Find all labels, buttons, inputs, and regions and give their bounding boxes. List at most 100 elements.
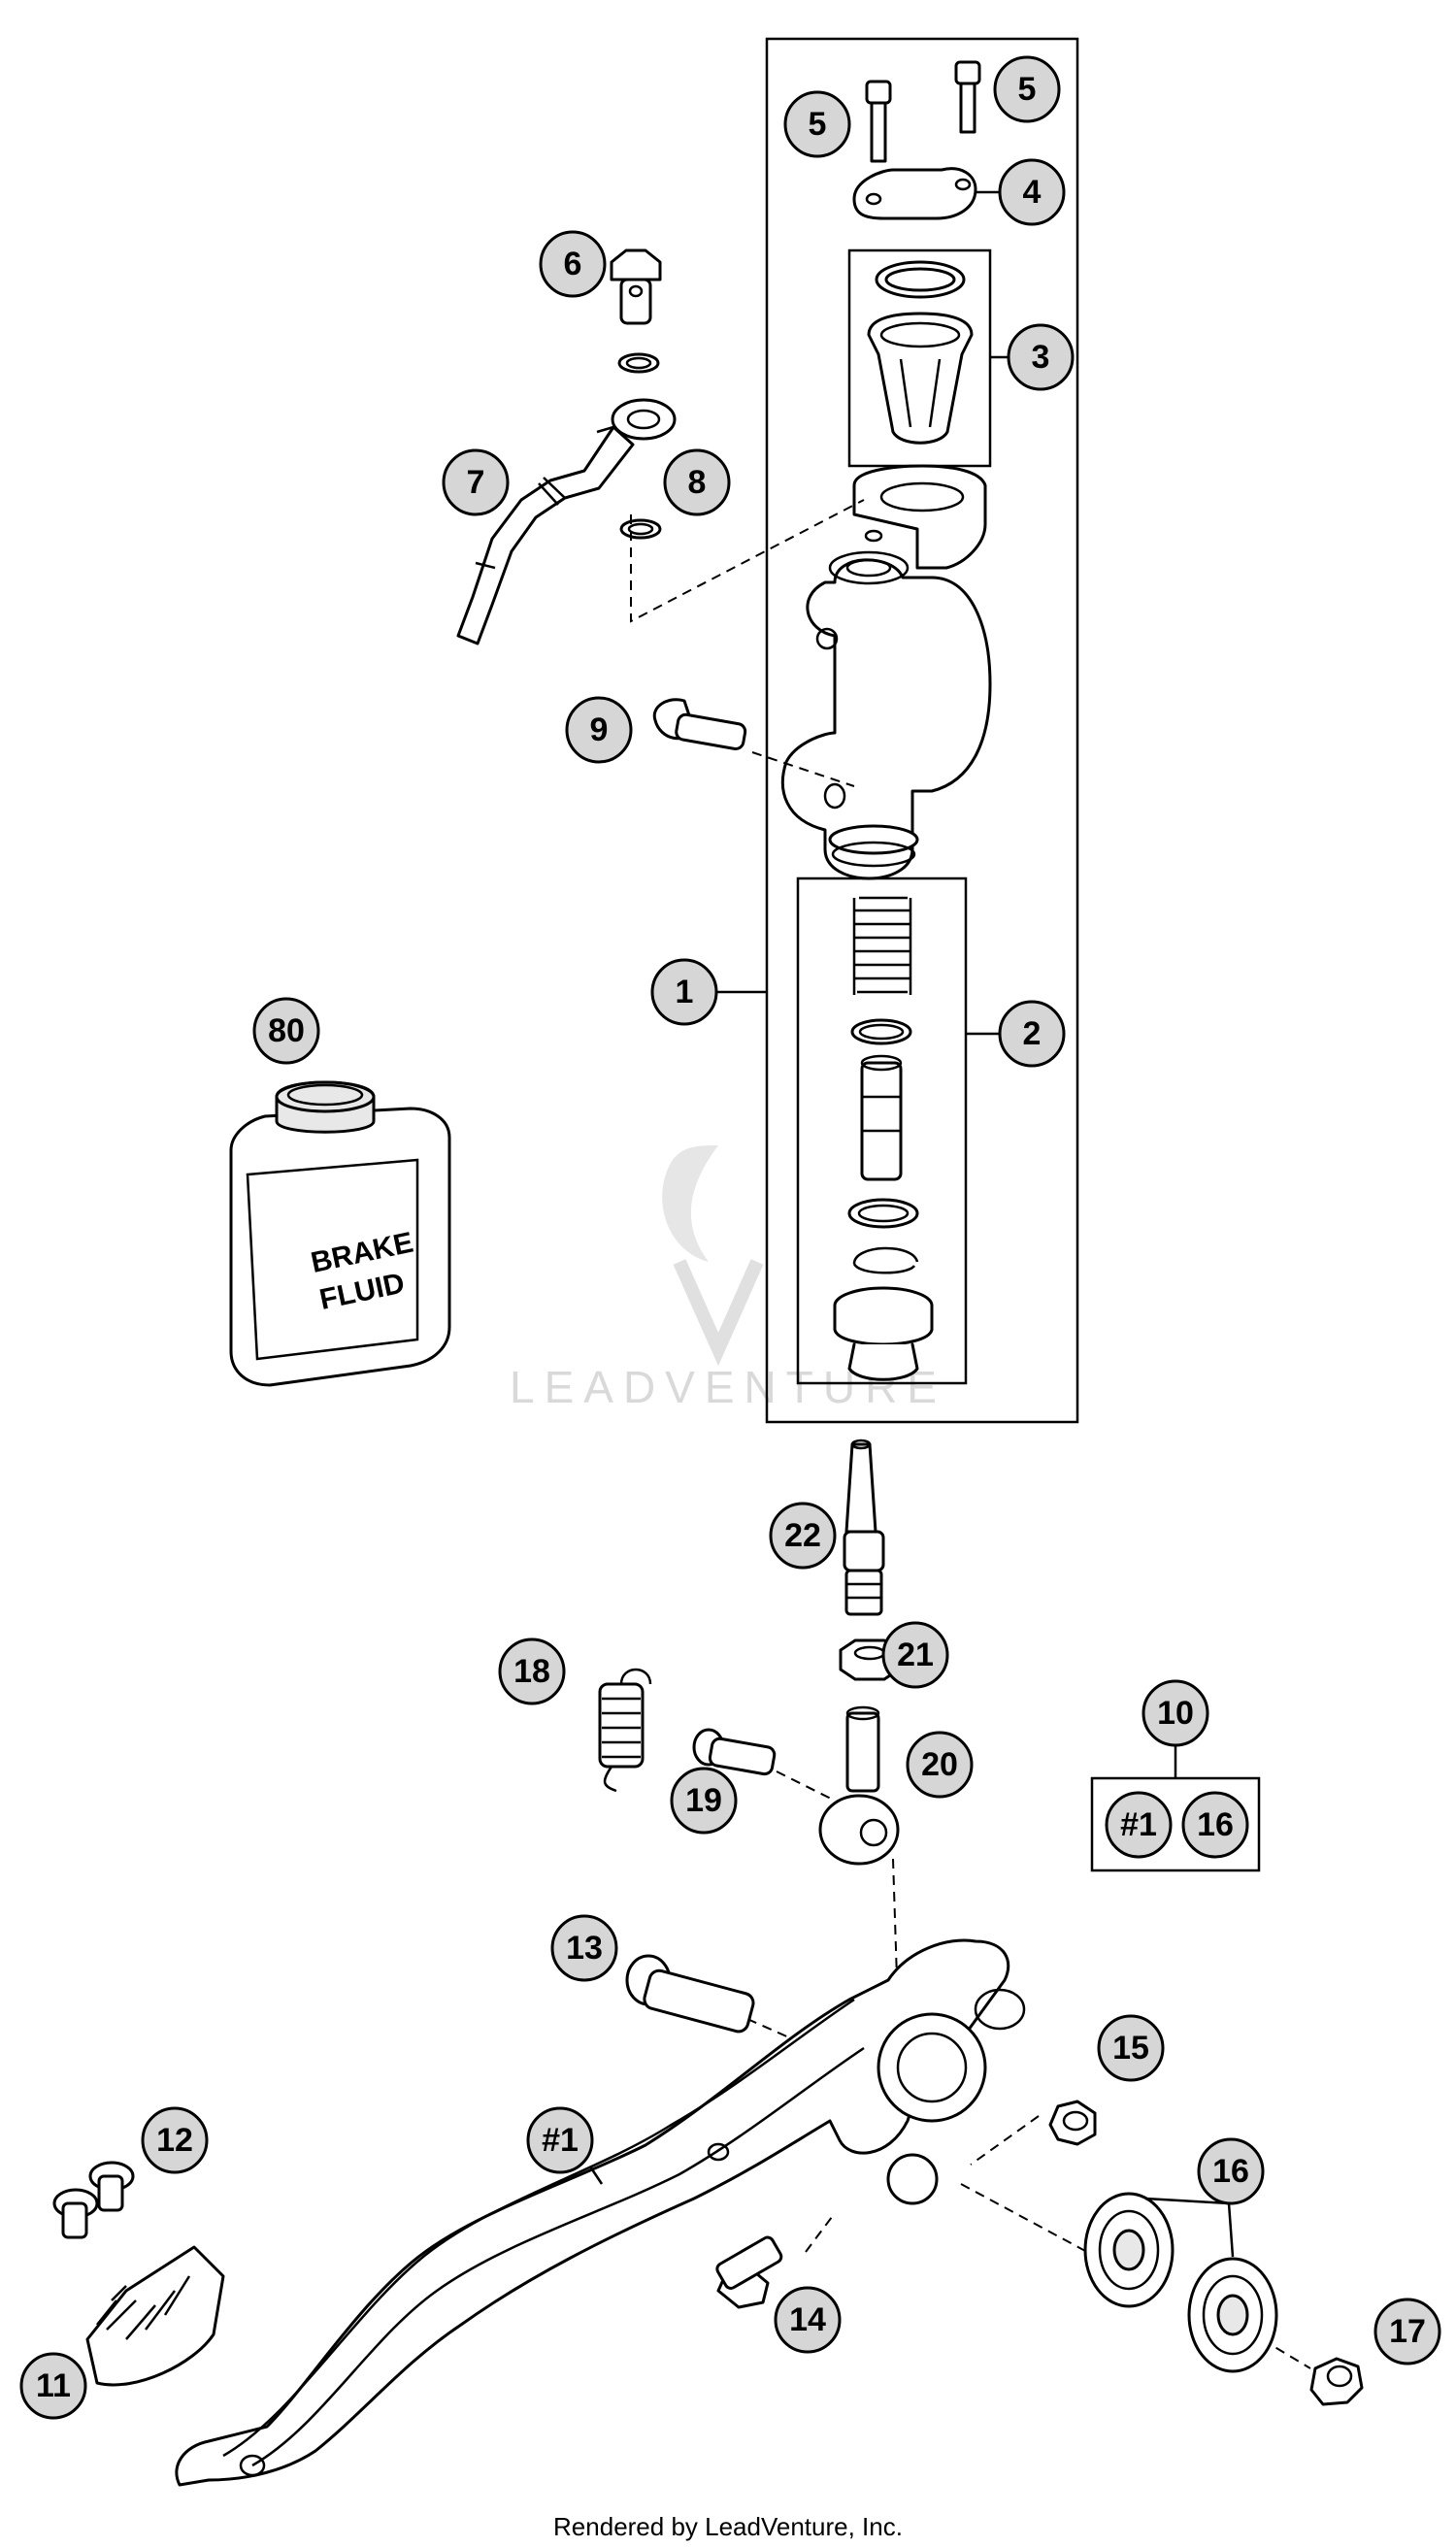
footpeg-screw-b-part [88, 2161, 135, 2212]
callout-9[interactable]: 9 [565, 696, 633, 764]
callout-18[interactable]: 18 [498, 1637, 566, 1705]
washer-upper-part [617, 352, 660, 374]
callout-17[interactable]: 17 [1373, 2298, 1441, 2365]
screw-5b-part [954, 60, 981, 134]
callout-19[interactable]: 19 [670, 1767, 738, 1835]
svg-text:20: 20 [921, 1746, 958, 1783]
leader-7 [596, 425, 614, 434]
clevis-to-pedal-dashed [892, 1858, 899, 2010]
brake-fluid-can-part: BRAKE FLUID [229, 1080, 451, 1387]
master-cylinder-body-part [780, 464, 992, 880]
pivot-bolt-part [625, 1954, 755, 2034]
circlip-part [852, 1246, 919, 1265]
washer-lower-part [619, 518, 662, 540]
leader-16b [1227, 2202, 1235, 2258]
brake-line-part [456, 398, 677, 645]
svg-text:14: 14 [789, 2301, 826, 2338]
callout-22[interactable]: 22 [769, 1502, 837, 1570]
callout-16[interactable]: 16 [1197, 2137, 1265, 2205]
reservoir-insert-part [867, 312, 974, 445]
clevis-part [818, 1705, 900, 1866]
callout-8[interactable]: 8 [663, 448, 731, 516]
banjo-bolt-part [610, 248, 662, 325]
watermark-flame-icon [662, 1145, 718, 1262]
bolt14-to-pedal-dashed [805, 2212, 836, 2253]
svg-text:17: 17 [1389, 2313, 1426, 2350]
callout-4[interactable]: 4 [998, 158, 1066, 226]
pin-to-clevis-dashed [776, 1770, 836, 1802]
callout-21[interactable]: 21 [881, 1621, 949, 1689]
svg-text:18: 18 [513, 1653, 550, 1690]
callout-80[interactable]: 80 [252, 997, 320, 1065]
bearing-a-part [1083, 2192, 1175, 2308]
footpeg-screw-a-part [52, 2188, 99, 2239]
svg-text:5: 5 [809, 106, 827, 143]
svg-text:8: 8 [688, 464, 707, 501]
callout-14[interactable]: 14 [774, 2286, 842, 2354]
svg-text:80: 80 [268, 1012, 305, 1049]
watermark-v-icon [673, 1259, 764, 1367]
callout-13[interactable]: 13 [550, 1914, 618, 1982]
line-to-body-dashed [630, 499, 865, 623]
svg-text:13: 13 [566, 1930, 603, 1967]
callout-6[interactable]: 6 [539, 230, 607, 298]
piston-spring-part [852, 896, 912, 995]
callout-2[interactable]: 2 [998, 1000, 1066, 1068]
callout-15[interactable]: 15 [1097, 2014, 1165, 2082]
svg-text:15: 15 [1112, 2030, 1149, 2067]
callout-12[interactable]: 12 [141, 2106, 209, 2174]
callout-pedal[interactable]: #1 [526, 2106, 594, 2174]
dust-boot-part [833, 1286, 934, 1381]
stop-bolt-part [715, 2235, 783, 2309]
svg-text:21: 21 [897, 1637, 934, 1673]
svg-text:#1: #1 [1120, 1806, 1157, 1843]
svg-text:12: 12 [156, 2122, 193, 2159]
svg-text:16: 16 [1212, 2153, 1249, 2190]
svg-text:1: 1 [676, 974, 694, 1010]
callout-1[interactable]: 1 [650, 958, 718, 1026]
nut15-to-pedal-dashed [970, 2115, 1040, 2166]
return-spring-part [598, 1668, 652, 1793]
svg-text:2: 2 [1023, 1015, 1042, 1052]
svg-text:7: 7 [467, 464, 485, 501]
reservoir-cover-part [852, 167, 977, 220]
svg-text:#1: #1 [542, 2122, 579, 2159]
master-cylinder-assembly-box [765, 37, 1079, 1424]
bearing-to-pedal-dashed [960, 2183, 1088, 2253]
callout-10[interactable]: 10 [1142, 1679, 1209, 1747]
callout-10-kit-a[interactable]: #1 [1105, 1791, 1173, 1859]
callout-3[interactable]: 3 [1007, 323, 1075, 391]
svg-text:4: 4 [1023, 174, 1042, 211]
push-rod-part [843, 1439, 885, 1616]
svg-text:5: 5 [1018, 71, 1037, 108]
leader-pedal [588, 2166, 604, 2185]
callout-5a[interactable]: 5 [783, 90, 851, 158]
bearing-nut-part [1309, 2357, 1364, 2406]
svg-text:10: 10 [1157, 1695, 1194, 1732]
pivot-nut-part [1048, 2100, 1097, 2146]
svg-text:6: 6 [564, 246, 582, 282]
callout-5b[interactable]: 5 [993, 55, 1061, 123]
svg-text:16: 16 [1197, 1806, 1234, 1843]
svg-text:11: 11 [36, 2367, 71, 2404]
callout-7[interactable]: 7 [442, 448, 510, 516]
leader-16a [1144, 2197, 1230, 2205]
brake-pedal-part [175, 1938, 1026, 2487]
callout-20[interactable]: 20 [906, 1731, 974, 1799]
svg-text:19: 19 [685, 1782, 722, 1819]
clevis-pin-part [692, 1728, 777, 1776]
screw-5a-part [865, 80, 892, 163]
mounting-bolt-part [652, 698, 747, 750]
svg-text:3: 3 [1032, 339, 1050, 376]
callout-10-kit-b[interactable]: 16 [1181, 1791, 1249, 1859]
pedal-step-plate-part [85, 2245, 225, 2387]
bolt-to-body-dashed [751, 751, 855, 787]
bearing-b-part [1187, 2257, 1278, 2373]
svg-text:9: 9 [590, 711, 609, 748]
piston-part [860, 1054, 903, 1181]
svg-text:22: 22 [784, 1517, 821, 1554]
footer-credit: Rendered by LeadVenture, Inc. [553, 2512, 903, 2541]
callout-11[interactable]: 11 [19, 2352, 87, 2420]
